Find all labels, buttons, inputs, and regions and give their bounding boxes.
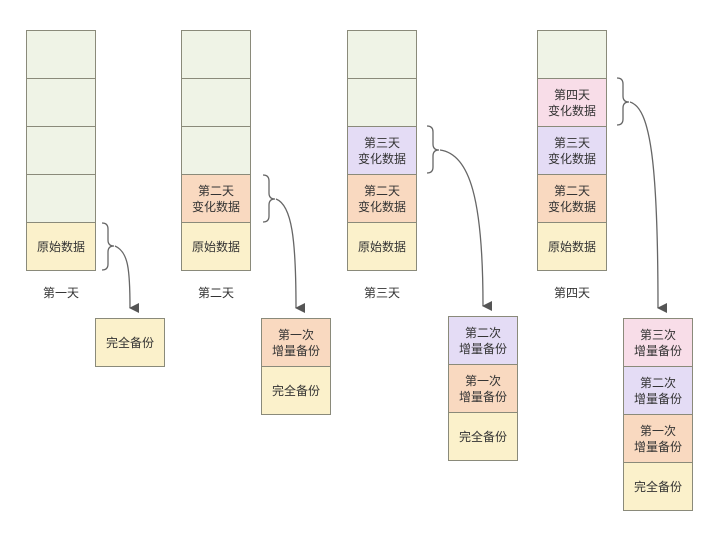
arrow-day-1: [114, 245, 140, 313]
day-2-stack: 第二天 变化数据 原始数据: [181, 30, 251, 271]
day-1-cell-1: [26, 30, 96, 79]
day-3-change-day3: 第三天 变化数据: [347, 126, 417, 175]
day-4-stack: 第四天 变化数据 第三天 变化数据 第二天 变化数据 原始数据: [537, 30, 607, 271]
backup-3-full-backup: 完全备份: [448, 412, 518, 461]
day-3-change-day2: 第二天 变化数据: [347, 174, 417, 223]
backup-3-incremental-1: 第一次 增量备份: [448, 364, 518, 413]
day-1-cell-4: [26, 174, 96, 223]
brace-day-4: [616, 77, 630, 126]
backup-4-stack: 第三次 增量备份 第二次 增量备份 第一次 增量备份 完全备份: [623, 318, 693, 511]
day-3-cell-1: [347, 30, 417, 79]
backup-4-full-backup: 完全备份: [623, 462, 693, 511]
brace-day-2: [262, 174, 276, 223]
day-3-cell-2: [347, 78, 417, 127]
day-3-stack: 第三天 变化数据 第二天 变化数据 原始数据: [347, 30, 417, 271]
day-2-label: 第二天: [197, 286, 234, 300]
arrow-day-3: [439, 149, 493, 311]
brace-day-3: [426, 125, 440, 174]
backup-1-stack: 完全备份: [95, 318, 165, 367]
day-2-change-day2: 第二天 变化数据: [181, 174, 251, 223]
brace-day-1: [101, 222, 115, 271]
backup-2-stack: 第一次 增量备份 完全备份: [261, 318, 331, 415]
arrow-day-4: [629, 101, 668, 313]
backup-1-full-backup: 完全备份: [95, 318, 165, 367]
day-1-stack: 原始数据: [26, 30, 96, 271]
day-4-change-day3: 第三天 变化数据: [537, 126, 607, 175]
day-4-original-data: 原始数据: [537, 222, 607, 271]
day-3-label: 第三天: [363, 286, 400, 300]
day-3-original-data: 原始数据: [347, 222, 417, 271]
backup-2-full-backup: 完全备份: [261, 366, 331, 415]
backup-2-incremental-1: 第一次 增量备份: [261, 318, 331, 367]
day-4-change-day4: 第四天 变化数据: [537, 78, 607, 127]
day-2-cell-3: [181, 126, 251, 175]
day-1-label: 第一天: [42, 286, 79, 300]
backup-4-incremental-2: 第二次 增量备份: [623, 366, 693, 415]
day-1-original-data: 原始数据: [26, 222, 96, 271]
day-2-original-data: 原始数据: [181, 222, 251, 271]
day-1-cell-2: [26, 78, 96, 127]
backup-3-stack: 第二次 增量备份 第一次 增量备份 完全备份: [448, 316, 518, 461]
day-4-change-day2: 第二天 变化数据: [537, 174, 607, 223]
arrow-day-2: [275, 198, 306, 313]
day-2-cell-2: [181, 78, 251, 127]
backup-4-incremental-3: 第三次 增量备份: [623, 318, 693, 367]
day-4-label: 第四天: [553, 286, 590, 300]
